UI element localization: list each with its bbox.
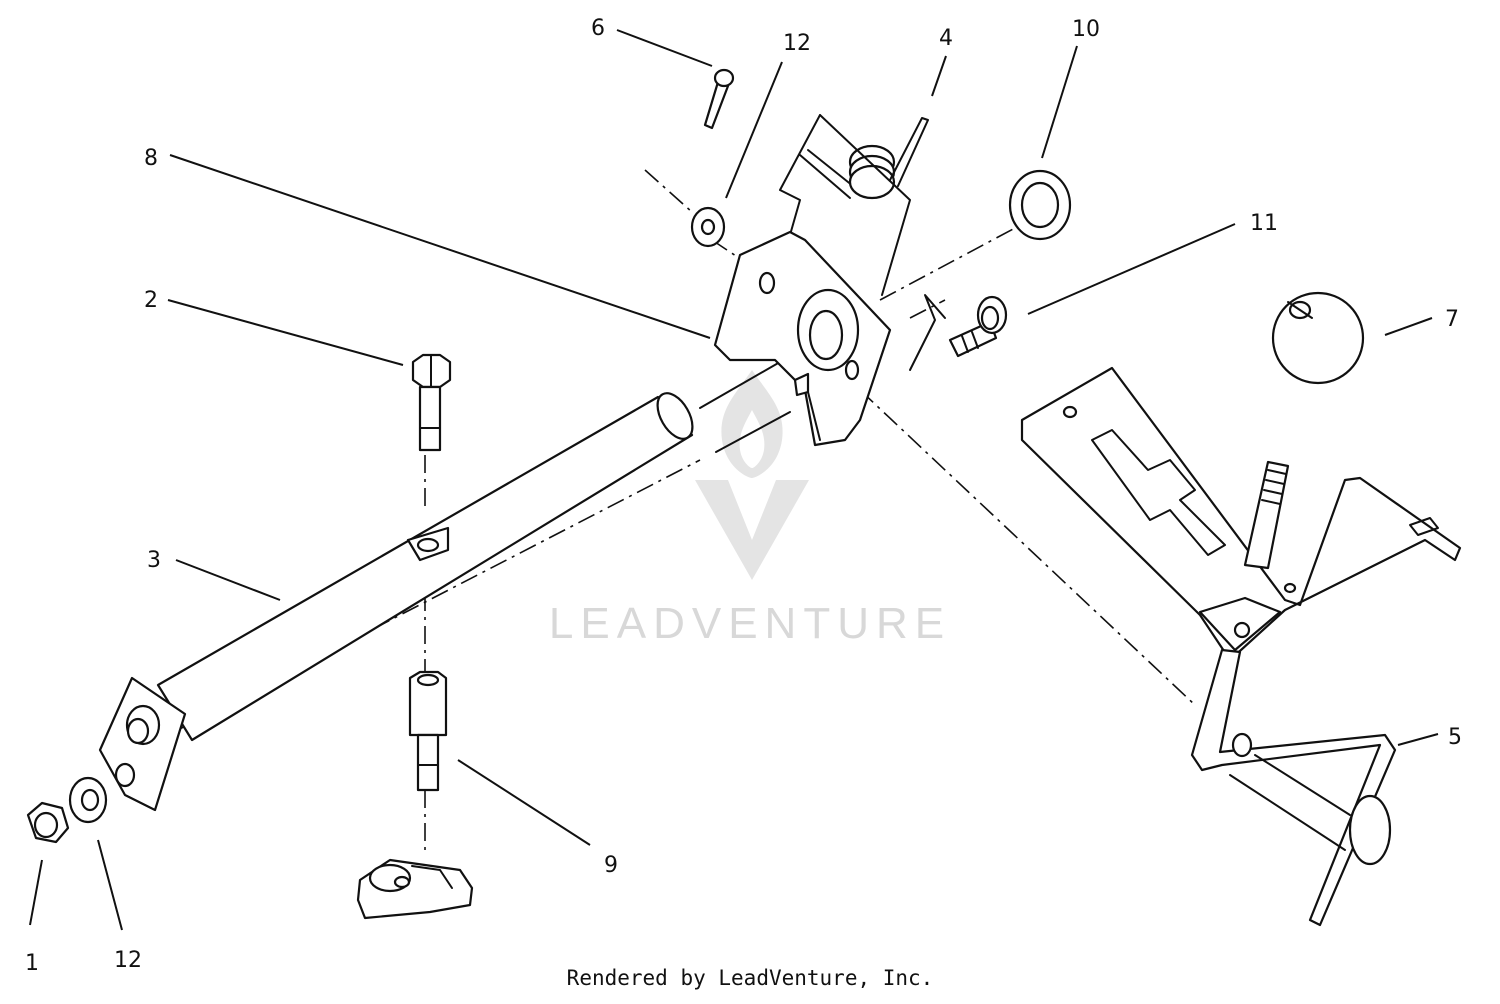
part-1-nut	[26, 801, 70, 844]
part-12-washer-bottom	[68, 776, 108, 824]
callout-12-top: 12	[783, 31, 811, 56]
part-9-standoff	[408, 670, 448, 792]
callout-3: 3	[147, 548, 161, 573]
footer-credit: Rendered by LeadVenture, Inc.	[566, 966, 934, 990]
callout-12-bottom: 12	[114, 948, 142, 973]
leader-lines	[29, 29, 1439, 931]
watermark-logo	[695, 370, 809, 580]
callout-4: 4	[939, 26, 953, 51]
callout-9: 9	[604, 853, 618, 878]
callout-6: 6	[591, 16, 605, 41]
part-5-shift-rod	[1190, 648, 1397, 927]
part-12-washer-top	[690, 206, 726, 248]
part-7-knob	[1243, 291, 1365, 570]
centerlines	[167, 169, 1196, 850]
part-8-bracket	[713, 230, 892, 447]
part-3-shaft	[98, 361, 791, 812]
watermark-text: LEADVENTURE	[549, 599, 951, 648]
part-11-bolt	[909, 294, 1008, 371]
part-4-spring	[779, 114, 929, 296]
part-2-bolt	[411, 353, 452, 452]
callout-11: 11	[1250, 211, 1278, 236]
callout-10: 10	[1072, 17, 1100, 42]
callout-8: 8	[144, 146, 158, 171]
callout-7: 7	[1445, 307, 1459, 332]
part-10-washer	[1008, 169, 1072, 241]
part-6-pin	[703, 68, 735, 130]
callout-5: 5	[1448, 725, 1462, 750]
shift-gate-plate	[1020, 366, 1462, 662]
callout-2: 2	[144, 288, 158, 313]
callout-1: 1	[25, 951, 39, 976]
bottom-bracket	[356, 858, 474, 920]
